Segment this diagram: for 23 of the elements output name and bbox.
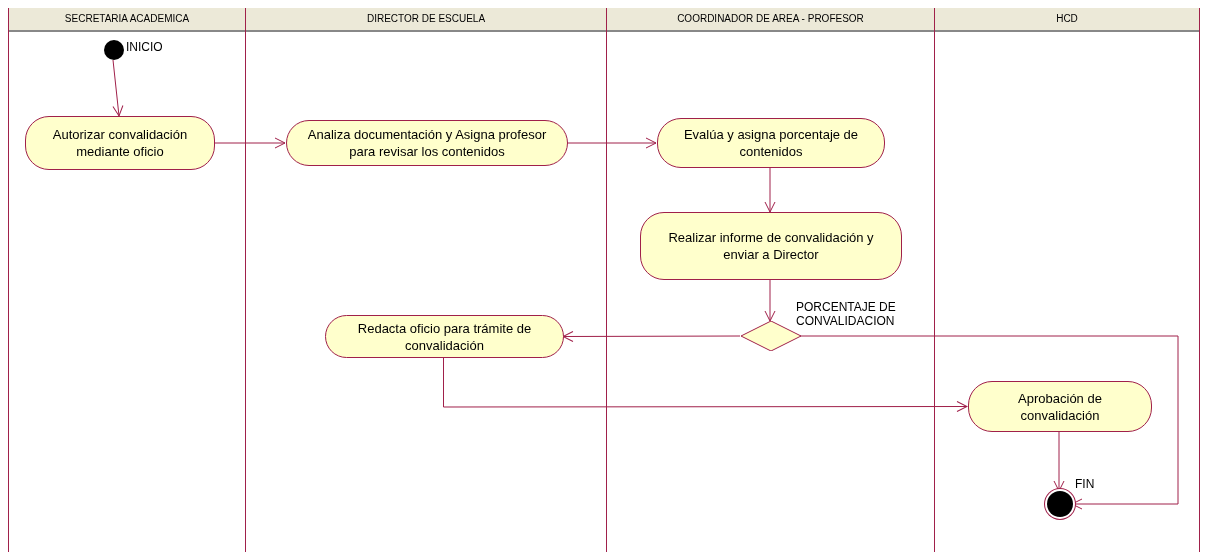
arrow bbox=[799, 335, 1179, 510]
swimlane bbox=[8, 8, 246, 552]
lane-header: COORDINADOR DE AREA - PROFESOR bbox=[607, 8, 934, 32]
activity-box: Autorizar convalidación mediante oficio bbox=[25, 116, 215, 170]
arrow bbox=[443, 357, 968, 412]
arrow bbox=[764, 167, 776, 213]
swimlane bbox=[934, 8, 1200, 552]
node-label: FIN bbox=[1075, 477, 1095, 491]
activity-box: Redacta oficio para trámite de convalidación bbox=[325, 315, 564, 358]
arrow bbox=[566, 137, 657, 149]
arrow bbox=[562, 330, 741, 342]
arrow bbox=[112, 59, 124, 117]
lane-header: SECRETARIA ACADEMICA bbox=[9, 8, 245, 32]
activity-box: Analiza documentación y Asigna profesor para revisar los contenidos bbox=[286, 120, 568, 166]
node-label: PORCENTAJE DE CONVALIDACION bbox=[796, 300, 897, 328]
lane-header: HCD bbox=[935, 8, 1199, 32]
node-label: INICIO bbox=[126, 40, 163, 54]
lane-header: DIRECTOR DE ESCUELA bbox=[246, 8, 606, 32]
activity-box: Realizar informe de convalidación y enviar a Director bbox=[640, 212, 902, 280]
activity-box: Evalúa y asigna porcentaje de contenidos bbox=[657, 118, 885, 168]
activity-box: Aprobación de convalidación bbox=[968, 381, 1152, 432]
arrow bbox=[764, 279, 776, 322]
arrow bbox=[213, 137, 286, 149]
